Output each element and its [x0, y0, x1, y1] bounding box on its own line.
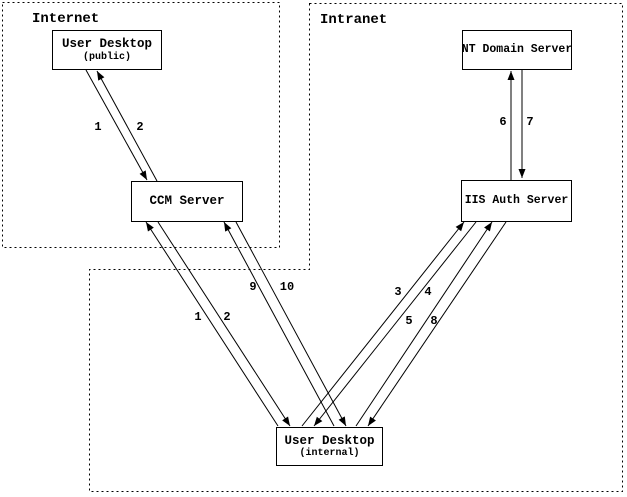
node-user-desktop-internal: User Desktop (internal): [276, 427, 383, 466]
arrow-2-ccm-to-internal-desktop: [157, 221, 291, 427]
arrow-4-iis-to-internal-desktop: [313, 221, 477, 427]
flow-label-7: 7: [526, 115, 534, 129]
internet-region-label: Internet: [32, 11, 100, 27]
arrow-1-internal-desktop-to-ccm: [145, 221, 279, 427]
flow-label-9: 9: [249, 280, 257, 294]
flow-label-5: 5: [405, 314, 413, 328]
intranet-region-border: [89, 3, 623, 492]
internet-region-border: [2, 2, 280, 248]
flow-label-10: 10: [279, 280, 295, 294]
arrow-9-internal-desktop-to-ccm: [223, 221, 335, 427]
node-subtitle: (public): [82, 51, 131, 63]
node-nt-domain-server: NT Domain Server: [462, 30, 572, 70]
flow-label-3: 3: [394, 285, 402, 299]
intranet-region-label: Intranet: [320, 12, 388, 28]
arrow-3-internal-desktop-to-iis: [301, 221, 465, 427]
node-title: NT Domain Server: [461, 43, 573, 57]
flow-label-2-public: 2: [136, 120, 144, 134]
flow-label-2-internal: 2: [223, 310, 231, 324]
node-title: User Desktop: [61, 37, 152, 52]
node-iis-auth-server: IIS Auth Server: [461, 180, 572, 222]
node-title: User Desktop: [284, 433, 375, 448]
flow-label-8: 8: [430, 314, 438, 328]
flow-label-4: 4: [424, 285, 432, 299]
arrow-10-ccm-to-internal-desktop: [235, 221, 347, 427]
node-title: CCM Server: [149, 194, 225, 209]
node-title: IIS Auth Server: [464, 194, 569, 208]
arrow-8-iis-to-internal-desktop: [367, 221, 507, 427]
flow-label-6: 6: [499, 115, 507, 129]
flow-label-1-internal: 1: [194, 310, 202, 324]
arrow-1-public-desktop-to-ccm: [85, 69, 148, 181]
node-user-desktop-public: User Desktop (public): [52, 30, 162, 70]
node-ccm-server: CCM Server: [131, 181, 243, 222]
arrow-2-ccm-to-public-desktop: [96, 70, 158, 182]
flow-label-1-public: 1: [94, 120, 102, 134]
node-subtitle: (internal): [299, 448, 360, 460]
arrow-5-internal-desktop-to-iis: [355, 221, 493, 427]
